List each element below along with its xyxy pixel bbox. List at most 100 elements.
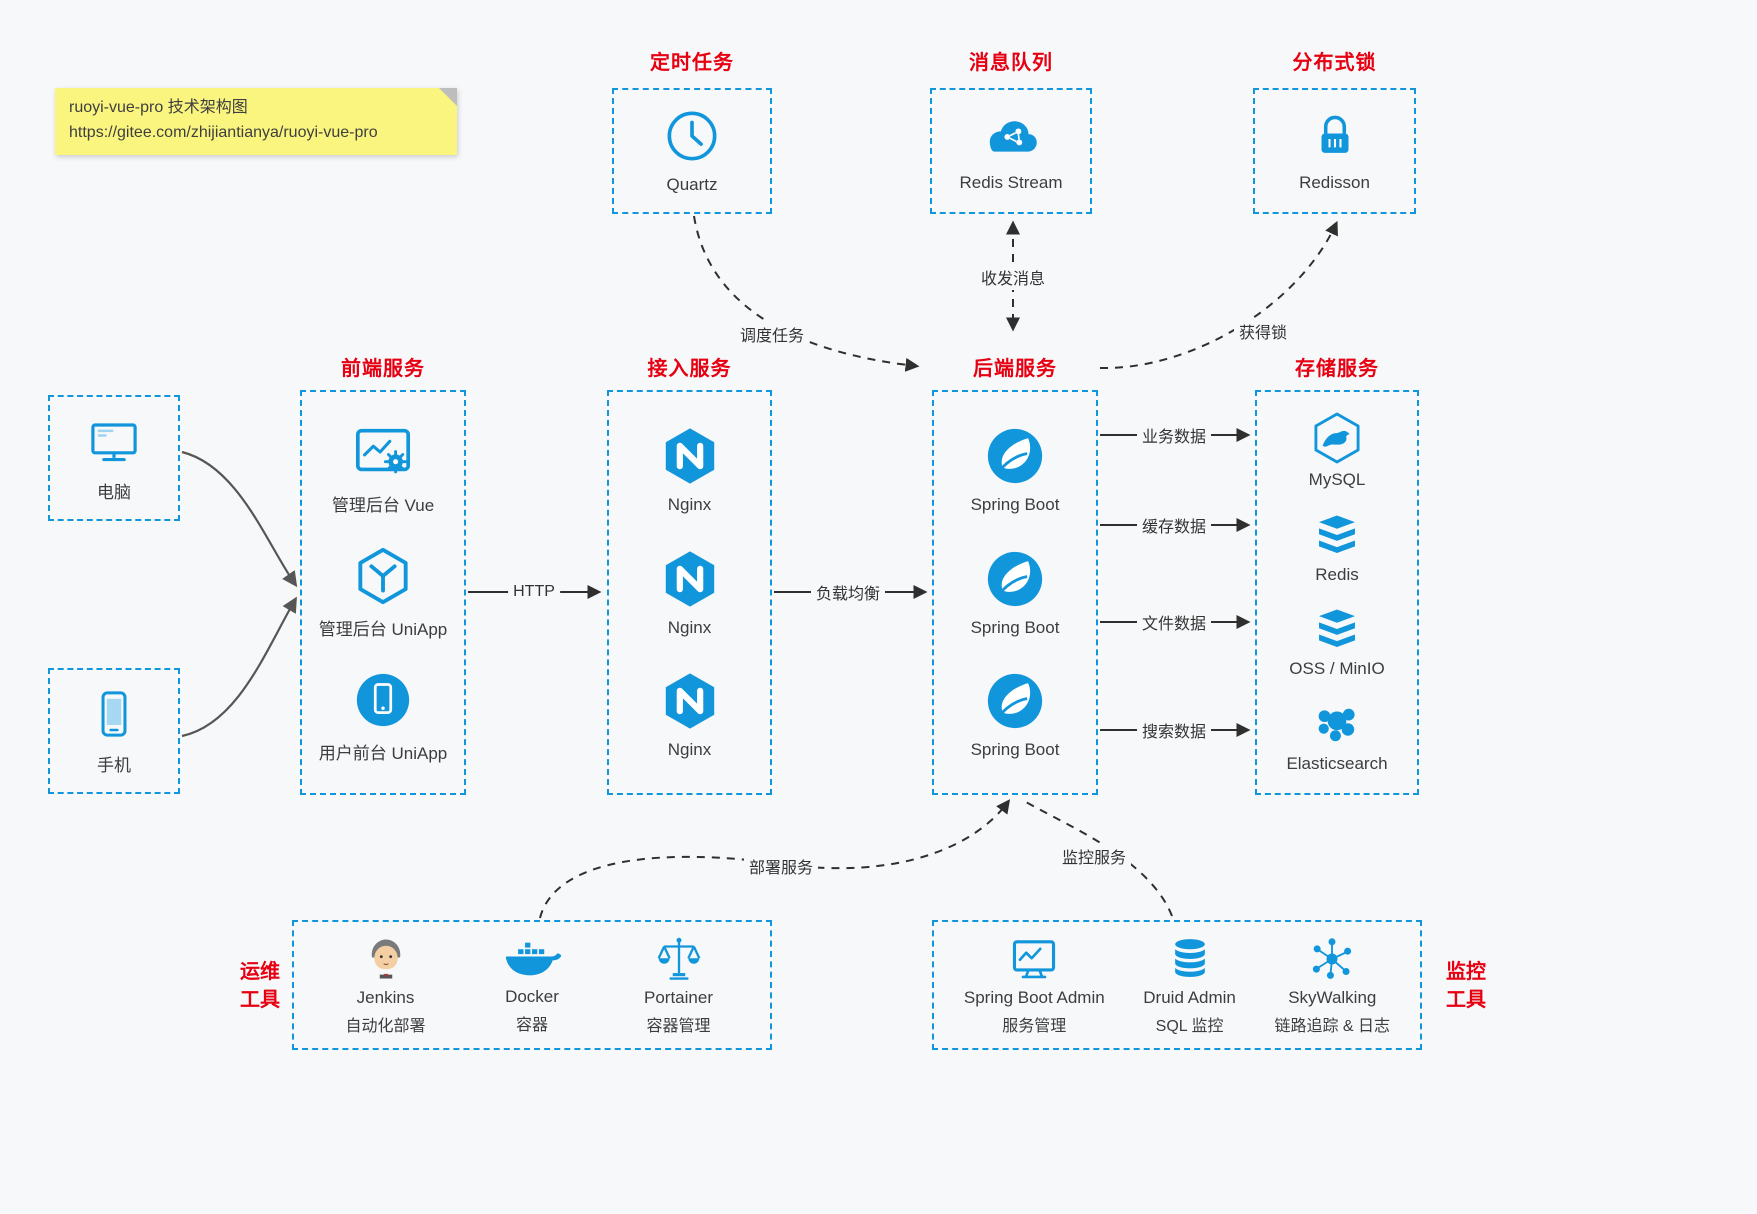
devops-box: Jenkins 自动化部署 Docker 容器 Portainer 容器管理	[292, 920, 772, 1050]
group-title-gateway: 接入服务	[647, 358, 732, 380]
edge-label-messages: 收发消息	[975, 264, 1051, 290]
storage-item-elasticsearch: Elasticsearch	[1286, 699, 1388, 774]
devops-title-line1: 运维	[240, 961, 280, 983]
node-label: Nginx	[667, 617, 712, 637]
storage-item-redis: Redis	[1312, 510, 1362, 585]
devops-tools-title: 运维 工具	[232, 958, 288, 1014]
node-label: Spring Boot	[970, 740, 1060, 760]
mysql-icon	[1310, 411, 1364, 465]
node-label: Nginx	[667, 494, 712, 514]
monitor-title-line1: 监控	[1446, 961, 1486, 983]
note-title: ruoyi-vue-pro 技术架构图	[69, 99, 248, 116]
druid-database-icon	[1165, 934, 1215, 984]
node-label: 用户前台 UniApp	[318, 744, 448, 763]
phone-label: 手机	[97, 755, 131, 775]
group-title-backend: 后端服务	[973, 358, 1057, 380]
monitor-box: Spring Boot Admin 服务管理 Druid Admin SQL 监…	[932, 920, 1422, 1050]
node-label: MySQL	[1308, 470, 1366, 490]
node-label: Spring Boot	[970, 617, 1060, 637]
group-title-scheduled-job: 定时任务	[650, 52, 734, 74]
tool-springboot-admin: Spring Boot Admin 服务管理	[964, 934, 1105, 1036]
tool-name: Spring Boot Admin	[963, 988, 1105, 1007]
redis-stream-label: Redis Stream	[959, 173, 1063, 192]
group-title-message-queue: 消息队列	[969, 52, 1053, 74]
skywalking-graph-icon	[1307, 934, 1357, 984]
phone-box: 手机	[48, 668, 180, 794]
nginx-icon	[659, 548, 721, 610]
computer-icon	[87, 414, 141, 468]
jenkins-icon	[361, 934, 411, 984]
gateway-item-nginx-1: Nginx	[659, 425, 721, 515]
redis-stream-box: Redis Stream	[930, 88, 1092, 214]
monitor-tools-title: 监控 工具	[1438, 958, 1494, 1014]
uniapp-box-icon	[352, 545, 414, 607]
tool-desc: SQL 监控	[1155, 1018, 1224, 1035]
node-label: Redis	[1315, 564, 1359, 584]
backend-box: Spring Boot Spring Boot Spring Boot	[932, 390, 1098, 795]
group-title-storage: 存储服务	[1295, 358, 1379, 380]
phone-icon	[87, 687, 141, 741]
tool-jenkins: Jenkins 自动化部署	[331, 934, 441, 1036]
edge-get-lock	[1099, 220, 1338, 370]
tool-docker: Docker 容器	[477, 935, 587, 1035]
node-label: 管理后台 Vue	[331, 496, 435, 515]
springboot-icon	[984, 548, 1046, 610]
backend-item-springboot-3: Spring Boot	[970, 670, 1060, 760]
tool-desc: 自动化部署	[345, 1018, 426, 1035]
storage-item-mysql: MySQL	[1308, 411, 1366, 490]
nginx-icon	[659, 425, 721, 487]
tool-name: Docker	[505, 987, 559, 1006]
edge-label-http: HTTP	[508, 582, 560, 602]
tool-desc: 容器管理	[646, 1018, 711, 1035]
redisson-label: Redisson	[1299, 173, 1370, 192]
cloud-network-icon	[976, 109, 1046, 163]
quartz-label: Quartz	[666, 175, 718, 194]
tool-name: Druid Admin	[1143, 988, 1236, 1007]
portainer-scales-icon	[654, 934, 704, 984]
edge-label-schedule: 调度任务	[734, 321, 810, 347]
backend-item-springboot-1: Spring Boot	[970, 425, 1060, 515]
edge-label-search-data: 搜索数据	[1136, 717, 1212, 743]
frontend-item-admin-uniapp: 管理后台 UniApp	[319, 545, 447, 640]
backend-item-springboot-2: Spring Boot	[970, 548, 1060, 638]
admin-vue-icon	[352, 421, 414, 483]
monitor-title-line2: 工具	[1446, 989, 1486, 1011]
springboot-icon	[984, 425, 1046, 487]
group-title-distributed-lock: 分布式锁	[1292, 52, 1377, 74]
springboot-icon	[984, 670, 1046, 732]
storage-box: MySQL Redis OSS / MinIO Elasticsearch	[1255, 390, 1419, 795]
node-label: Elasticsearch	[1286, 753, 1388, 773]
edge-label-load-balance: 负载均衡	[810, 579, 886, 605]
frontend-box: 管理后台 Vue 管理后台 UniApp 用户前台 UniApp	[300, 390, 466, 795]
gateway-box: Nginx Nginx Nginx	[607, 390, 772, 795]
edge-computer-frontend	[181, 450, 298, 588]
redis-stack-icon	[1312, 510, 1362, 560]
clock-icon	[663, 107, 721, 165]
computer-box: 电脑	[48, 395, 180, 521]
nginx-icon	[659, 670, 721, 732]
lock-icon	[1308, 109, 1362, 163]
oss-minio-stack-icon	[1312, 604, 1362, 654]
node-label: Spring Boot	[970, 494, 1060, 514]
quartz-box: Quartz	[612, 88, 772, 214]
tool-name: Portainer	[644, 988, 713, 1007]
group-title-frontend: 前端服务	[341, 358, 425, 380]
tool-skywalking: SkyWalking 链路追踪 & 日志	[1274, 934, 1390, 1036]
tool-druid-admin: Druid Admin SQL 监控	[1135, 934, 1245, 1036]
user-uniapp-icon	[352, 669, 414, 731]
edge-label-business-data: 业务数据	[1136, 422, 1212, 448]
tool-desc: 链路追踪 & 日志	[1274, 1018, 1391, 1035]
computer-label: 电脑	[97, 482, 131, 502]
frontend-item-user-uniapp: 用户前台 UniApp	[319, 669, 447, 764]
edge-label-monitor: 监控服务	[1056, 843, 1132, 869]
edge-label-cache-data: 缓存数据	[1136, 512, 1212, 538]
redisson-box: Redisson	[1253, 88, 1416, 214]
node-label: Nginx	[667, 740, 712, 760]
node-label: 管理后台 UniApp	[318, 620, 448, 639]
storage-item-oss-minio: OSS / MinIO	[1289, 604, 1385, 679]
tool-portainer: Portainer 容器管理	[624, 934, 734, 1036]
tool-name: SkyWalking	[1288, 988, 1377, 1007]
frontend-item-admin-vue: 管理后台 Vue	[332, 421, 434, 516]
